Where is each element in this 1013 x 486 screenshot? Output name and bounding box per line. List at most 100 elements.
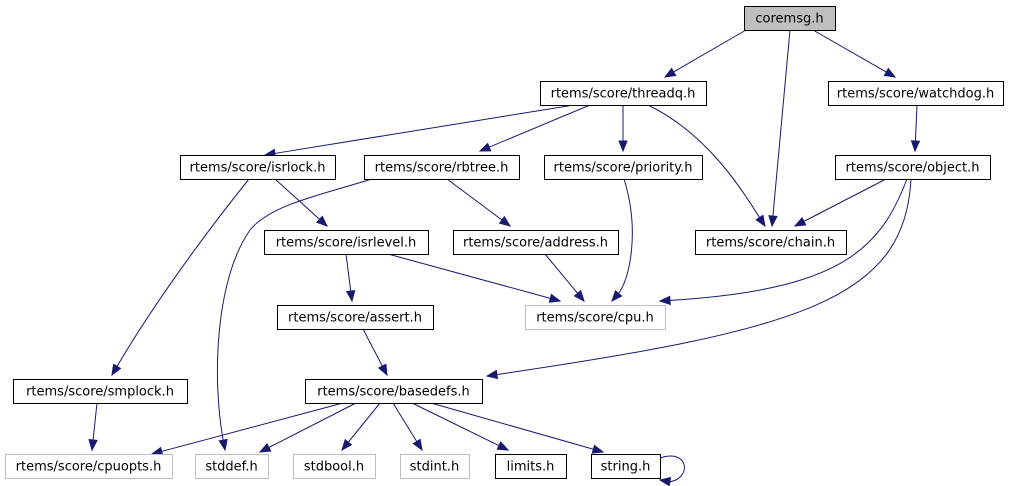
node-box (305, 379, 483, 404)
node-cpuopts[interactable]: rtems/score/cpuopts.h (5, 454, 173, 479)
edge-line (617, 178, 633, 295)
node-label: rtems/score/assert.h (288, 311, 422, 326)
node-label: rtems/score/watchdog.h (837, 87, 994, 102)
node-label: string.h (601, 460, 651, 475)
node-box (5, 454, 173, 479)
node-label: rtems/score/rbtree.h (375, 161, 509, 176)
edge-line (647, 104, 761, 219)
edge-assert-to-basedefs (362, 328, 388, 377)
node-object[interactable]: rtems/score/object.h (835, 155, 991, 180)
edge-line (488, 104, 591, 148)
node-box (180, 155, 336, 180)
edge-coremsg-to-threadq (663, 29, 747, 78)
node-box (264, 230, 429, 255)
node-label: stdbool.h (304, 460, 364, 475)
edge-line (273, 104, 575, 155)
arrowhead (591, 444, 605, 454)
node-label: limits.h (507, 460, 555, 475)
edge-threadq-to-rbtree (478, 104, 591, 152)
edge-line (274, 178, 321, 221)
node-stdint[interactable]: stdint.h (400, 454, 470, 479)
edge-smplock-to-cpuopts (88, 402, 98, 452)
arrowhead (618, 140, 628, 153)
node-box (544, 155, 703, 180)
node-smplock[interactable]: rtems/score/smplock.h (13, 379, 188, 404)
node-cpu[interactable]: rtems/score/cpu.h (525, 305, 666, 330)
node-assert[interactable]: rtems/score/assert.h (277, 305, 434, 330)
edge-line (495, 178, 912, 376)
node-label: rtems/score/object.h (846, 161, 980, 176)
edge-basedefs-to-stdint (392, 402, 423, 452)
node-label: rtems/score/threadq.h (551, 87, 696, 102)
node-label: coremsg.h (755, 12, 823, 27)
node-isrlock[interactable]: rtems/score/isrlock.h (180, 155, 336, 180)
node-stddef[interactable]: stddef.h (195, 454, 269, 479)
edge-object-to-chain (793, 178, 887, 227)
node-label: rtems/score/smplock.h (26, 385, 174, 400)
edge-line (387, 253, 552, 300)
edge-rbtree-to-stddef (216, 178, 373, 452)
edge-line (544, 253, 579, 295)
arrowhead (910, 140, 921, 153)
node-chain[interactable]: rtems/score/chain.h (695, 230, 847, 255)
node-rbtree[interactable]: rtems/score/rbtree.h (364, 155, 520, 180)
arrowhead (258, 443, 272, 453)
arrowhead (218, 438, 228, 452)
node-stdbool[interactable]: stdbool.h (293, 454, 376, 479)
edge-line (659, 455, 685, 483)
node-priority[interactable]: rtems/score/priority.h (544, 155, 703, 180)
edge-line (668, 178, 908, 301)
node-label: rtems/score/cpu.h (536, 311, 654, 326)
arrowhead (548, 293, 562, 303)
edge-line (216, 178, 373, 442)
edge-line (914, 104, 918, 143)
node-label: rtems/score/priority.h (554, 161, 693, 176)
node-box (591, 454, 661, 479)
node-isrlevel[interactable]: rtems/score/isrlevel.h (264, 230, 429, 255)
arrowhead (663, 67, 677, 78)
edge-watchdog-to-object (910, 104, 921, 153)
node-basedefs[interactable]: rtems/score/basedefs.h (305, 379, 483, 404)
edge-coremsg-to-watchdog (812, 29, 897, 78)
arrowhead (316, 215, 328, 227)
node-box (525, 305, 666, 330)
edge-basedefs-to-string (430, 402, 605, 454)
arrowhead (377, 363, 388, 377)
node-string[interactable]: string.h (591, 454, 661, 479)
node-limits[interactable]: limits.h (495, 454, 567, 479)
node-box (695, 230, 847, 255)
arrowhead (341, 438, 353, 452)
edge-rbtree-to-address (446, 178, 512, 227)
arrowhead (755, 214, 766, 228)
arrowhead (658, 295, 671, 306)
edge-threadq-to-chain (647, 104, 766, 228)
edge-isrlevel-to-cpu (387, 253, 562, 303)
node-box (828, 81, 1004, 106)
node-label: rtems/score/chain.h (706, 236, 835, 251)
arrowhead (573, 289, 585, 303)
edge-isrlock-to-smplock (111, 178, 250, 377)
node-box (835, 155, 991, 180)
edge-line (411, 402, 501, 447)
node-box (495, 454, 567, 479)
edge-line (392, 402, 418, 443)
edge-isrlevel-to-assert (345, 253, 356, 303)
arrowhead (111, 363, 122, 377)
node-box (453, 230, 619, 255)
arrowhead (768, 215, 778, 228)
edge-basedefs-to-stdbool (341, 402, 381, 452)
node-box (744, 6, 836, 31)
node-coremsg[interactable]: coremsg.h (744, 6, 836, 31)
node-address[interactable]: rtems/score/address.h (453, 230, 619, 255)
node-threadq[interactable]: rtems/score/threadq.h (540, 81, 707, 106)
node-box (13, 379, 188, 404)
arrowhead (478, 142, 492, 152)
node-watchdog[interactable]: rtems/score/watchdog.h (828, 81, 1004, 106)
edge-basedefs-to-cpuopts (150, 402, 344, 456)
edge-coremsg-to-chain (768, 29, 791, 228)
edge-line (116, 178, 250, 368)
arrowhead (412, 438, 423, 452)
edge-address-to-cpu (544, 253, 585, 303)
